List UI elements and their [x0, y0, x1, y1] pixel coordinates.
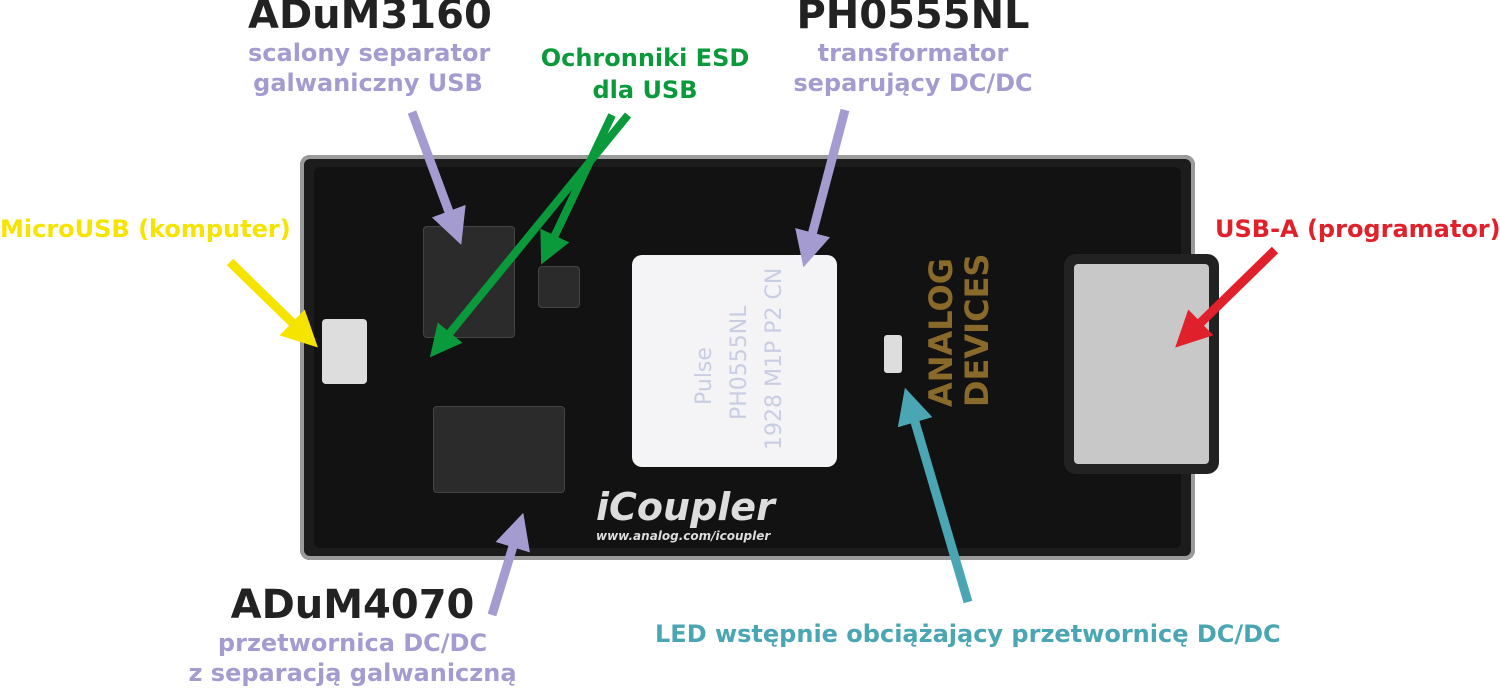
icoupler-url: www.analog.com/icoupler: [596, 529, 771, 543]
adum3160-line1: scalony separator: [248, 39, 491, 67]
esd-label: Ochronniki ESD dla USB: [530, 42, 760, 106]
adum3160-title: ADuM3160: [248, 0, 492, 38]
adum4070-title: ADuM4070: [230, 582, 475, 628]
arrow-led: [897, 387, 973, 604]
arrow-adum4070: [487, 512, 530, 617]
adum4070-line1: przetwornica DC/DC: [217, 629, 488, 657]
microusb-label: MicroUSB (komputer): [0, 215, 291, 243]
esd-line1: Ochronniki ESD: [540, 44, 750, 72]
esd-chip: [539, 267, 579, 307]
arrow-microusb: [226, 258, 318, 348]
ph0555nl-transformer: Pulse PH0555NL 1928 M1P P2 CN: [632, 255, 837, 467]
adum4070-label: ADuM4070 przetwornica DC/DC z separacją …: [180, 582, 525, 688]
adum3160-label: ADuM3160 scalony separator galwaniczny U…: [248, 0, 492, 98]
led-label: LED wstępnie obciążający przetwornicę DC…: [655, 620, 1281, 648]
ph0555nl-line2: separujący DC/DC: [793, 69, 1033, 97]
arrow-adum3160: [407, 110, 466, 245]
led: [884, 335, 902, 373]
icoupler-logo: iCoupler: [596, 485, 775, 529]
adum4070-chip: [434, 407, 564, 492]
usba-label: USB-A (programator): [1215, 215, 1500, 243]
arrow-esd-2: [540, 113, 616, 265]
adum4070-line2: z separacją galwaniczną: [188, 659, 517, 687]
microusb-connector: [322, 319, 367, 384]
ph0555nl-label: PH0555NL transformator separujący DC/DC: [778, 0, 1048, 98]
usb-a-connector: [1074, 264, 1209, 464]
ph0555nl-title: PH0555NL: [796, 0, 1030, 38]
adum3160-chip: [424, 227, 514, 337]
esd-line2: dla USB: [592, 76, 698, 104]
ph0555nl-line1: transformator: [817, 39, 1009, 67]
adum3160-line2: galwaniczny USB: [253, 69, 483, 97]
arrow-ph0555nl: [795, 108, 850, 268]
arrow-usba: [1175, 246, 1279, 348]
